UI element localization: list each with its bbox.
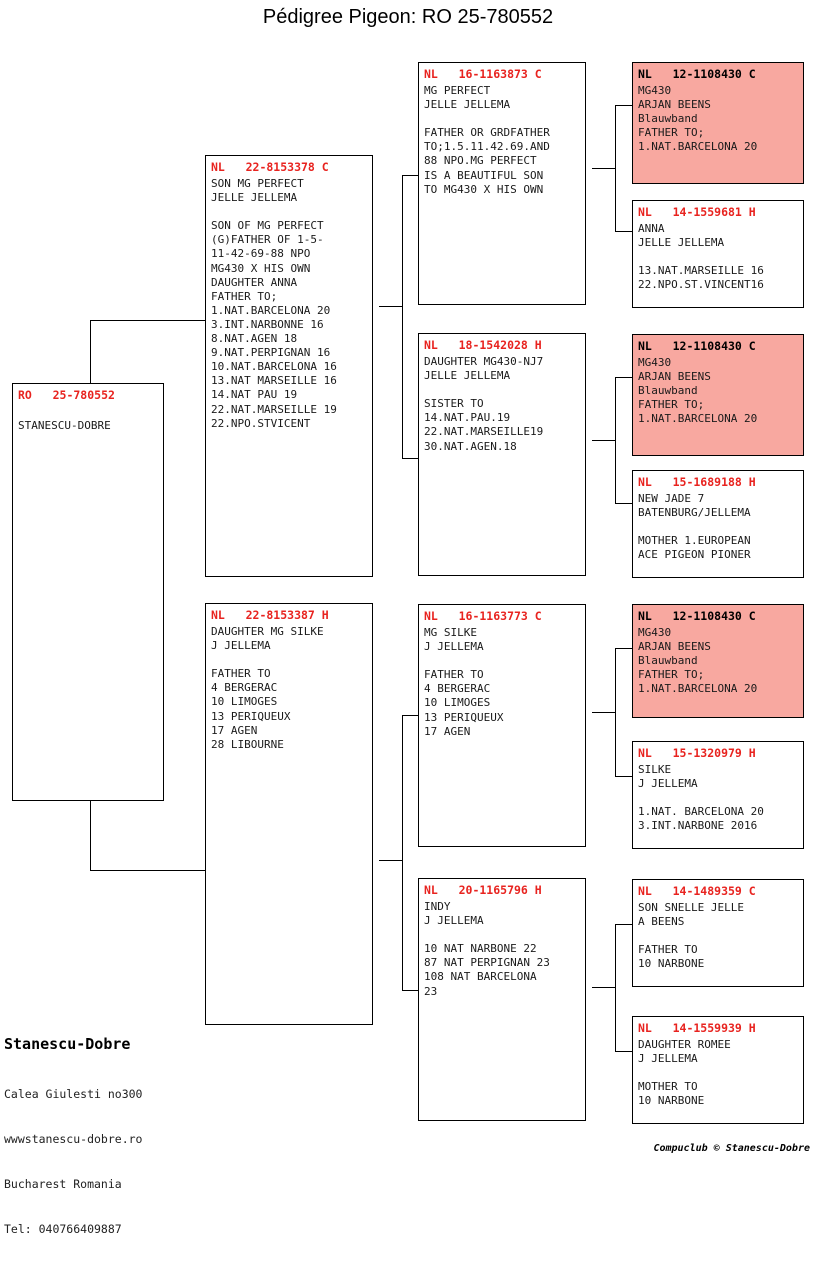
great-grandparent-6-ring: NL 15-1320979 H [638, 746, 756, 760]
great-grandparent-7-ring: NL 14-1489359 C [638, 884, 756, 898]
great-grandparent-6-box[interactable]: NL 15-1320979 H SILKE J JELLEMA 1.NAT. B… [632, 741, 804, 849]
connector-dam-stem [379, 860, 403, 861]
loft-contact: Calea Giulesti no300 wwwstanescu-dobre.r… [4, 1057, 142, 1267]
paternal-grandsire-details: MG PERFECT JELLE JELLEMA FATHER OR GRDFA… [424, 84, 550, 196]
connector-pgs-stem [592, 168, 616, 169]
subject-box[interactable]: RO 25-780552 STANESCU-DOBRE [12, 383, 164, 801]
connector-gen2a-bracket [402, 175, 403, 459]
dam-ring: NL 22-8153387 H [211, 608, 329, 622]
great-grandparent-8-box[interactable]: NL 14-1559939 H DAUGHTER ROMEE J JELLEMA… [632, 1016, 804, 1124]
great-grandparent-4-ring: NL 15-1689188 H [638, 475, 756, 489]
great-grandparent-3-ring: NL 12-1108430 C [638, 339, 756, 353]
paternal-grandsire-ring: NL 16-1163873 C [424, 67, 542, 81]
subject-ring: RO 25-780552 [18, 388, 115, 402]
dam-details: DAUGHTER MG SILKE J JELLEMA FATHER TO 4 … [211, 625, 324, 751]
connector-gen3-2 [615, 231, 633, 232]
connector-gen2b-bracket [402, 715, 403, 990]
connector-gen2-pgd [402, 458, 418, 459]
software-credit: Compuclub © Stanescu-Dobre [653, 1143, 810, 1154]
paternal-granddam-details: DAUGHTER MG430-NJ7 JELLE JELLEMA SISTER … [424, 355, 544, 453]
paternal-grandsire-box[interactable]: NL 16-1163873 C MG PERFECT JELLE JELLEMA… [418, 62, 586, 305]
connector-gen3a-bracket [615, 105, 616, 231]
connector-gen1-dam [90, 870, 205, 871]
great-grandparent-7-box[interactable]: NL 14-1489359 C SON SNELLE JELLE A BEENS… [632, 879, 804, 987]
connector-gen1-sire [90, 320, 205, 321]
connector-gen2-mgs [402, 715, 418, 716]
maternal-granddam-details: INDY J JELLEMA 10 NAT NARBONE 22 87 NAT … [424, 900, 550, 998]
connector-gen3-4 [615, 503, 633, 504]
great-grandparent-2-ring: NL 14-1559681 H [638, 205, 756, 219]
maternal-grandsire-details: MG SILKE J JELLEMA FATHER TO 4 BERGERAC … [424, 626, 504, 738]
sire-ring: NL 22-8153378 C [211, 160, 329, 174]
connector-mgs-stem [592, 712, 616, 713]
paternal-granddam-ring: NL 18-1542028 H [424, 338, 542, 352]
great-grandparent-6-details: SILKE J JELLEMA 1.NAT. BARCELONA 20 3.IN… [638, 763, 764, 833]
maternal-grandsire-box[interactable]: NL 16-1163773 C MG SILKE J JELLEMA FATHE… [418, 604, 586, 847]
connector-mgd-stem [592, 987, 616, 988]
paternal-granddam-box[interactable]: NL 18-1542028 H DAUGHTER MG430-NJ7 JELLE… [418, 333, 586, 576]
connector-gen3-1 [615, 105, 633, 106]
great-grandparent-5-ring: NL 12-1108430 C [638, 609, 756, 623]
connector-sire-stem [379, 306, 403, 307]
loft-city: Bucharest Romania [4, 1177, 122, 1191]
great-grandparent-5-box[interactable]: NL 12-1108430 C MG430 ARJAN BEENS Blauwb… [632, 604, 804, 718]
page-title: Pédigree Pigeon: RO 25-780552 [262, 6, 554, 28]
loft-website[interactable]: wwwstanescu-dobre.ro [4, 1132, 143, 1146]
connector-gen3-6 [615, 776, 633, 777]
connector-gen2-pgs [402, 175, 418, 176]
connector-pgd-stem [592, 440, 616, 441]
connector-gen3-8 [615, 1051, 633, 1052]
sire-box[interactable]: NL 22-8153378 C SON MG PERFECT JELLE JEL… [205, 155, 373, 577]
connector-gen3-3 [615, 377, 633, 378]
great-grandparent-8-ring: NL 14-1559939 H [638, 1021, 756, 1035]
loft-phone: Tel: 040766409887 [4, 1222, 122, 1236]
loft-address: Calea Giulesti no300 [4, 1087, 143, 1101]
sire-details: SON MG PERFECT JELLE JELLEMA SON OF MG P… [211, 177, 337, 430]
maternal-grandsire-ring: NL 16-1163773 C [424, 609, 542, 623]
great-grandparent-3-details: MG430 ARJAN BEENS Blauwband FATHER TO; 1… [638, 356, 758, 426]
connector-gen3-7 [615, 924, 633, 925]
great-grandparent-1-ring: NL 12-1108430 C [638, 67, 756, 81]
connector-gen2-mgd [402, 990, 418, 991]
great-grandparent-1-details: MG430 ARJAN BEENS Blauwband FATHER TO; 1… [638, 84, 758, 154]
subject-details: STANESCU-DOBRE [18, 419, 111, 433]
great-grandparent-2-details: ANNA JELLE JELLEMA 13.NAT.MARSEILLE 16 2… [638, 222, 764, 292]
maternal-granddam-ring: NL 20-1165796 H [424, 883, 542, 897]
great-grandparent-1-box[interactable]: NL 12-1108430 C MG430 ARJAN BEENS Blauwb… [632, 62, 804, 184]
connector-gen3d-bracket [615, 924, 616, 1051]
box-shadow [19, 390, 163, 800]
great-grandparent-8-details: DAUGHTER ROMEE J JELLEMA MOTHER TO 10 NA… [638, 1038, 731, 1108]
connector-gen3b-bracket [615, 377, 616, 503]
great-grandparent-5-details: MG430 ARJAN BEENS Blauwband FATHER TO; 1… [638, 626, 758, 696]
great-grandparent-4-box[interactable]: NL 15-1689188 H NEW JADE 7 BATENBURG/JEL… [632, 470, 804, 578]
great-grandparent-3-box[interactable]: NL 12-1108430 C MG430 ARJAN BEENS Blauwb… [632, 334, 804, 456]
pedigree-page: Pédigree Pigeon: RO 25-780552 RO 25-7805… [4, 6, 810, 1236]
great-grandparent-2-box[interactable]: NL 14-1559681 H ANNA JELLE JELLEMA 13.NA… [632, 200, 804, 308]
dam-box[interactable]: NL 22-8153387 H DAUGHTER MG SILKE J JELL… [205, 603, 373, 1025]
great-grandparent-7-details: SON SNELLE JELLE A BEENS FATHER TO 10 NA… [638, 901, 744, 971]
connector-gen3c-bracket [615, 648, 616, 776]
maternal-granddam-box[interactable]: NL 20-1165796 H INDY J JELLEMA 10 NAT NA… [418, 878, 586, 1121]
great-grandparent-4-details: NEW JADE 7 BATENBURG/JELLEMA MOTHER 1.EU… [638, 492, 751, 562]
loft-name: Stanescu-Dobre [4, 1035, 131, 1053]
connector-gen3-5 [615, 648, 633, 649]
